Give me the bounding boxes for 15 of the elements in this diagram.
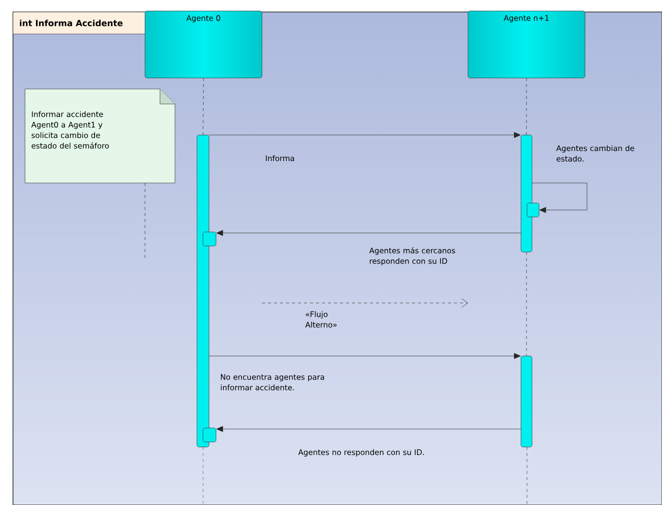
activation-bar [520,134,532,252]
lifeline [526,78,527,136]
self-message-arrow [532,182,588,213]
lifeline [526,252,527,356]
activation-bar [196,134,210,448]
lifeline [202,78,204,136]
activation-box [202,428,216,442]
return-message-arrow [216,426,522,432]
activation-bar [520,356,532,448]
return-message-arrow [216,230,522,236]
message-arrow [208,132,521,138]
message-arrow [208,353,521,359]
note-connector [144,182,146,258]
activation-box [526,202,540,218]
activation-box [202,232,216,246]
